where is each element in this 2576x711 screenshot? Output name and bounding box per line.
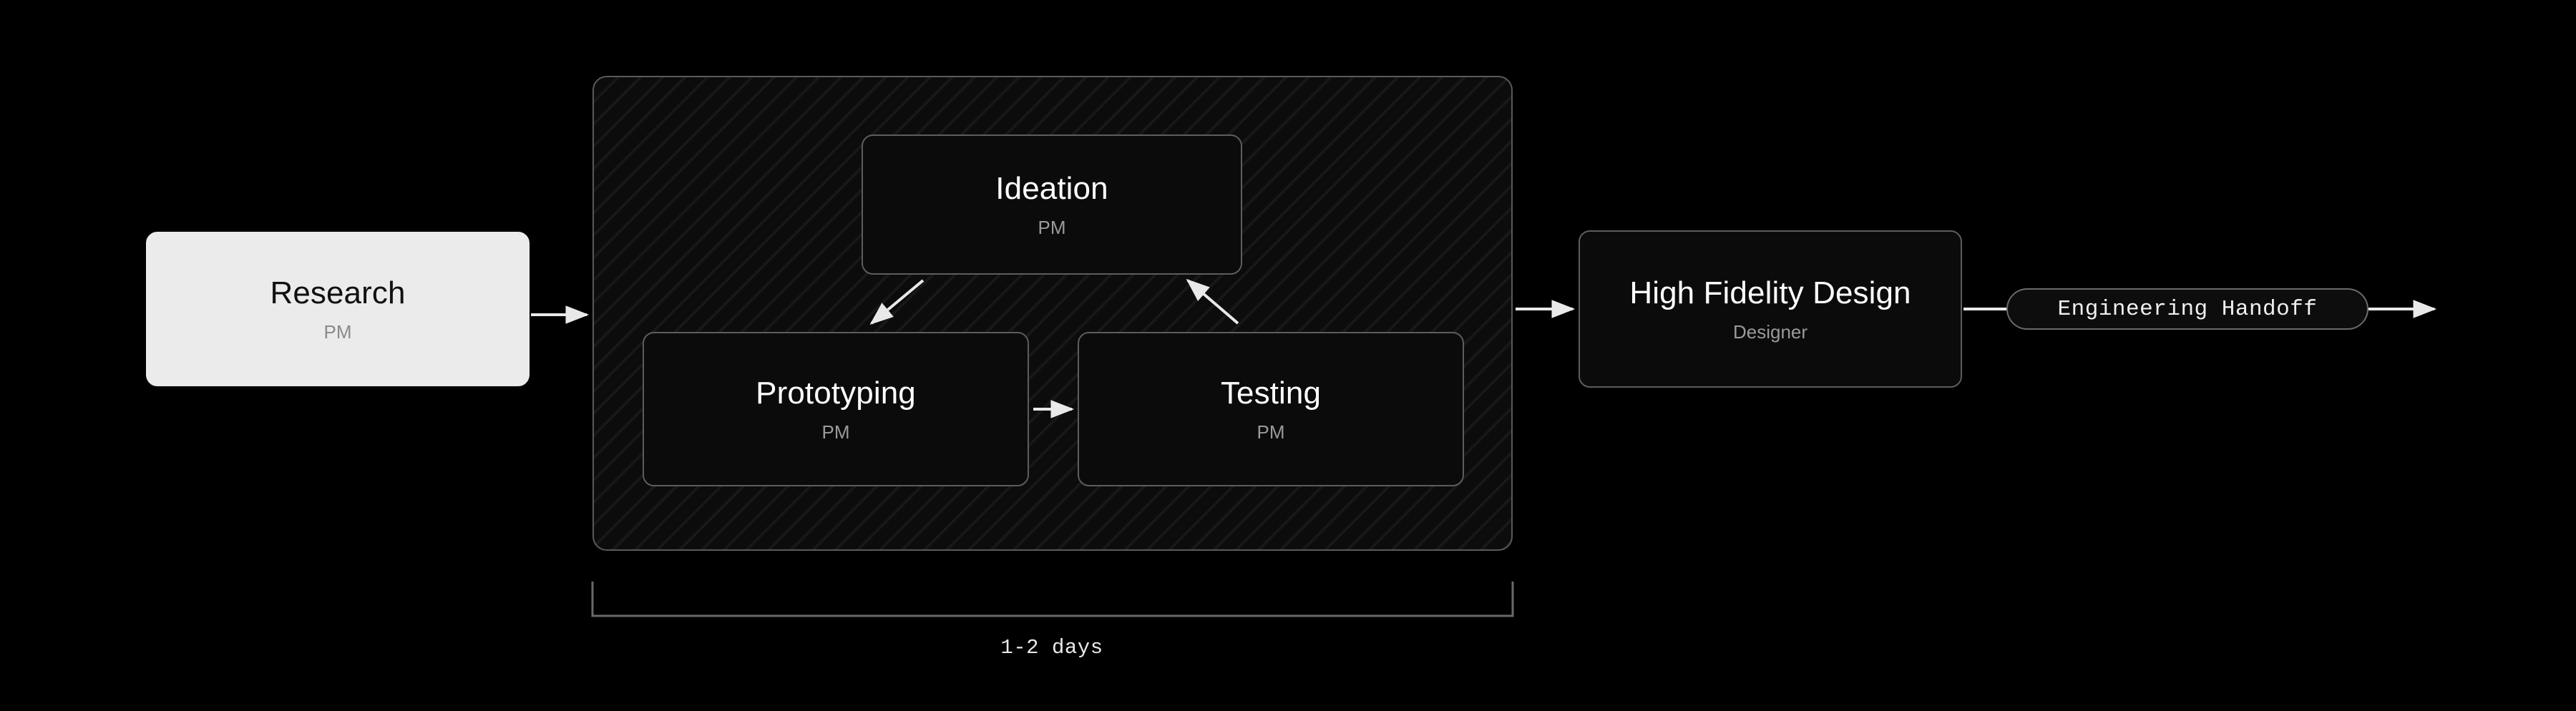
node-research-title: Research: [270, 275, 406, 310]
node-high-fidelity-design-title: High Fidelity Design: [1629, 275, 1911, 310]
node-ideation-title: Ideation: [995, 170, 1108, 206]
node-ideation-subtitle: PM: [1038, 216, 1066, 238]
node-high-fidelity-design[interactable]: High Fidelity Design Designer: [1579, 230, 1962, 388]
node-prototyping-title: Prototyping: [756, 375, 916, 411]
node-prototyping[interactable]: Prototyping PM: [643, 332, 1029, 486]
duration-label: 1-2 days: [1000, 636, 1103, 659]
node-testing[interactable]: Testing PM: [1078, 332, 1464, 486]
node-testing-subtitle: PM: [1257, 421, 1285, 443]
node-high-fidelity-design-subtitle: Designer: [1732, 320, 1808, 343]
milestone-engineering-handoff[interactable]: Engineering Handoff: [2006, 288, 2368, 330]
node-research[interactable]: Research PM: [146, 232, 530, 386]
node-ideation[interactable]: Ideation PM: [862, 134, 1242, 275]
node-testing-title: Testing: [1220, 375, 1322, 411]
milestone-engineering-handoff-label: Engineering Handoff: [2057, 296, 2318, 322]
node-prototyping-subtitle: PM: [821, 421, 850, 443]
node-research-subtitle: PM: [323, 320, 352, 343]
duration-bracket: [591, 582, 1514, 617]
